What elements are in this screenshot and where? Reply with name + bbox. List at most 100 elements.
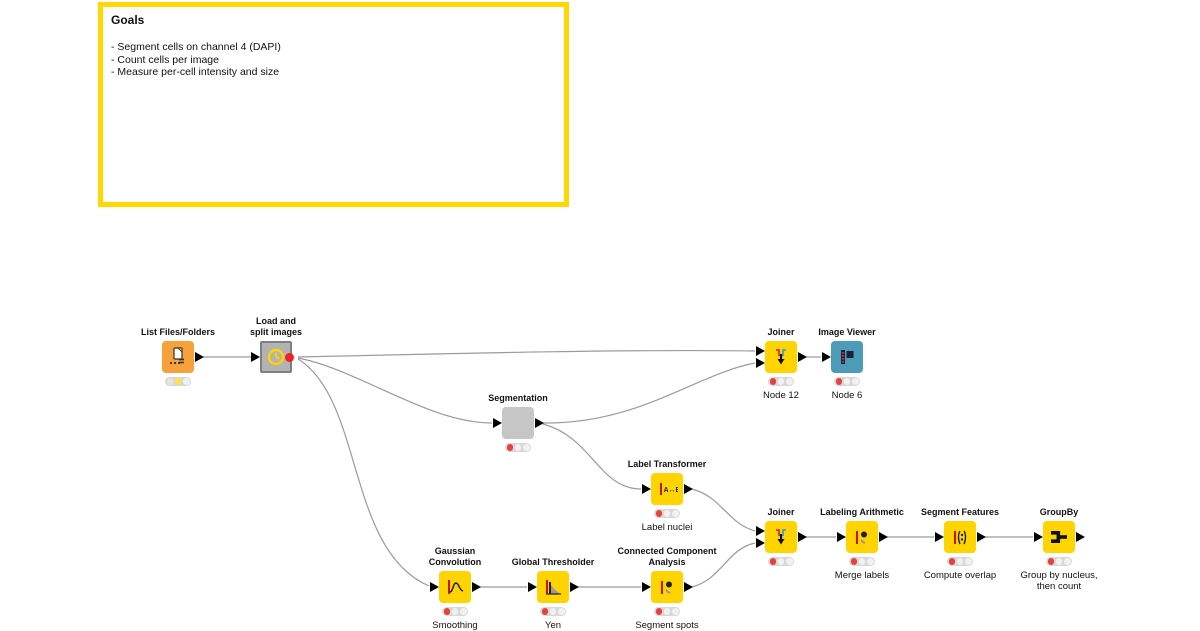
node-body[interactable] [651,571,683,603]
input-port[interactable] [1034,532,1043,542]
node-label: Gaussian Convolution [428,546,482,567]
traffic-light [768,557,794,566]
connection[interactable] [297,349,756,358]
connection[interactable] [691,488,756,532]
input-port[interactable] [935,532,944,542]
node-label-transformer[interactable]: Label Transformer A↔B Label nuclei [628,459,707,533]
node-joiner-bottom[interactable]: Joiner [756,507,807,566]
node-body[interactable] [846,521,878,553]
node-label: Global Thresholder [511,557,595,567]
output-port[interactable] [879,532,888,542]
node-annotation: Segment spots [635,620,699,631]
connection[interactable] [542,423,642,490]
input-port[interactable] [430,582,439,592]
traffic-light [505,443,531,452]
input-port-2[interactable] [756,538,765,548]
node-gaussian-convolution[interactable]: Gaussian Convolution Smoothing [429,546,482,631]
node-segmentation[interactable]: Segmentation [488,393,548,452]
traffic-light [442,607,468,616]
output-port[interactable] [472,582,481,592]
node-connected-component-analysis[interactable]: Connected Component Analysis Segment spo… [618,546,717,631]
input-port[interactable] [822,352,831,362]
node-label: Segmentation [488,393,548,403]
joiner-icon [776,529,786,545]
input-port[interactable] [528,582,537,592]
node-groupby[interactable]: GroupBy Group by nucleus, then count [1020,507,1097,592]
node-label: GroupBy [1039,507,1079,517]
traffic-light [834,377,860,386]
output-port[interactable] [977,532,986,542]
node-body[interactable] [502,407,534,439]
svg-text:A↔B: A↔B [664,487,679,494]
node-body[interactable] [944,521,976,553]
connection[interactable] [542,362,756,424]
node-label: Load and split images [249,316,303,337]
node-annotation: Node 12 [763,390,799,401]
traffic-light [540,607,566,616]
error-dot [285,352,294,362]
node-body[interactable] [162,341,194,373]
node-annotation: Smoothing [432,620,478,631]
gaussian-curve-icon [448,580,464,594]
node-label: Segment Features [920,507,1000,517]
traffic-light [947,557,973,566]
node-body[interactable] [1043,521,1075,553]
node-annotation: Node 6 [831,390,863,401]
node-label: Connected Component Analysis [617,546,717,567]
node-body[interactable] [765,341,797,373]
node-global-thresholder[interactable]: Global Thresholder Yen [512,557,595,631]
workflow-annotation-goals[interactable]: Goals - Segment cells on channel 4 (DAPI… [98,2,569,207]
node-annotation: Group by nucleus, then count [1020,570,1098,592]
input-port[interactable] [642,484,651,494]
node-body[interactable] [765,521,797,553]
node-label: Image Viewer [818,327,876,337]
node-list-files-folders[interactable]: List Files/Folders [141,327,215,386]
connection[interactable] [297,358,430,587]
label-transformer-icon: A↔B [660,483,679,495]
node-image-viewer[interactable]: Image Viewer Node 6 [818,327,875,401]
node-annotation: Yen [544,620,562,631]
node-label: Joiner [767,327,795,337]
output-port[interactable] [798,532,807,542]
histogram-threshold-icon [546,580,561,595]
input-port-2[interactable] [756,358,765,368]
components-icon [661,581,672,594]
connection[interactable] [691,542,756,588]
node-label: List Files/Folders [140,327,216,337]
segment-features-icon [954,530,967,545]
output-port[interactable] [798,352,807,362]
output-port[interactable] [684,582,693,592]
files-icon [169,347,184,365]
node-annotation: Label nuclei [641,522,693,533]
traffic-light [1046,557,1072,566]
node-labeling-arithmetic[interactable]: Labeling Arithmetic Merge labels [820,507,904,581]
connection[interactable] [297,357,493,424]
output-port[interactable] [195,352,204,362]
traffic-light [654,509,680,518]
node-segment-features[interactable]: Segment Features Compute overlap [921,507,999,581]
traffic-light [654,607,680,616]
traffic-light [165,377,191,386]
output-port[interactable] [684,484,693,494]
input-port[interactable] [837,532,846,542]
output-port[interactable] [570,582,579,592]
node-joiner-top[interactable]: Joiner Node 12 [756,327,807,401]
node-body[interactable] [831,341,863,373]
node-load-and-split-images[interactable]: Load and split images [250,316,302,373]
input-port[interactable] [251,352,260,362]
node-body[interactable] [439,571,471,603]
input-port[interactable] [642,582,651,592]
clock-icon [267,348,285,366]
output-port[interactable] [1076,532,1085,542]
node-body[interactable] [537,571,569,603]
table-view-icon [841,350,854,364]
node-annotation: Compute overlap [923,570,997,581]
node-body[interactable]: A↔B [651,473,683,505]
input-port-1[interactable] [756,526,765,536]
input-port[interactable] [493,418,502,428]
input-port-1[interactable] [756,346,765,356]
output-port[interactable] [535,418,544,428]
node-annotation: Merge labels [834,570,890,581]
